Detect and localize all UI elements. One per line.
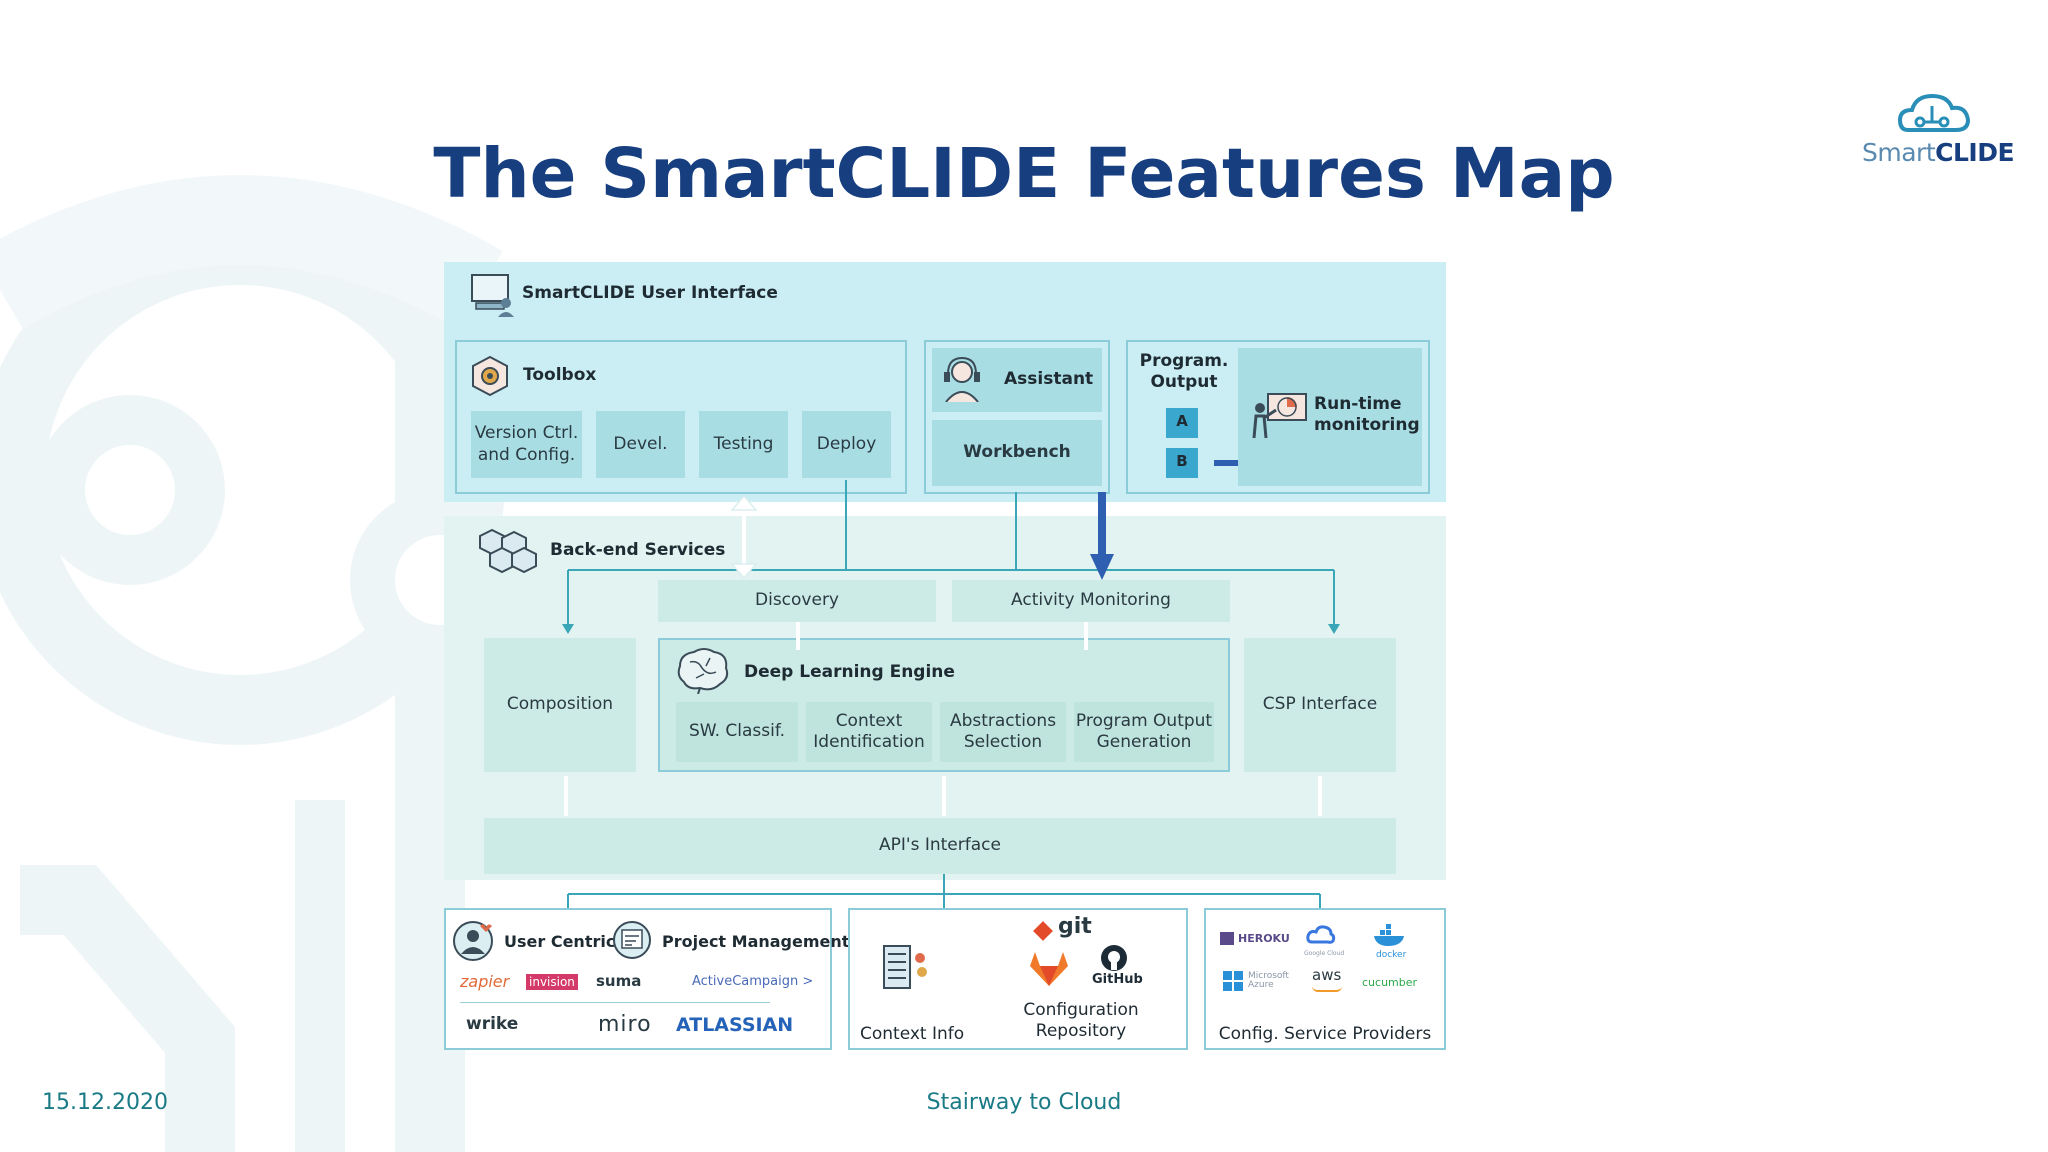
zapier-logo: zapier <box>460 972 510 991</box>
runtime-monitoring-label: Run-time monitoring <box>1314 394 1420 436</box>
toolbox-item-testing: Testing <box>699 411 788 478</box>
gitlab-fox-icon <box>1030 952 1068 986</box>
backend-title: Back-end Services <box>550 540 726 560</box>
activecampaign-logo: ActiveCampaign > <box>692 974 814 989</box>
invision-logo: invision <box>526 974 578 990</box>
config-providers-label: Config. Service Providers <box>1218 1024 1432 1044</box>
dle-item-abstractions-selection: Abstractions Selection <box>940 702 1066 762</box>
context-info-label: Context Info <box>860 1024 965 1044</box>
toolbox-item-devel: Devel. <box>596 411 685 478</box>
output-a-label: A <box>1176 412 1188 430</box>
footer-title: Stairway to Cloud <box>926 1090 1122 1115</box>
activity-monitoring-box: Activity Monitoring <box>952 580 1230 622</box>
aws-smile <box>1312 986 1342 992</box>
dle-item-program-output-generation: Program Output Generation <box>1074 702 1214 762</box>
tools-divider <box>460 1002 770 1003</box>
google-cloud-icon <box>1306 925 1336 944</box>
page-title: The SmartCLIDE Features Map <box>433 134 1615 214</box>
smartclide-logo-text: SmartCLIDE <box>1862 138 2015 167</box>
git-logo: git <box>1058 914 1092 939</box>
output-b-box <box>1166 448 1198 478</box>
providers-panel <box>1204 908 1446 1050</box>
monitor-user-icon <box>471 274 514 317</box>
heroku-logo: HEROKU <box>1220 932 1290 945</box>
csp-interface-box: CSP Interface <box>1244 638 1396 772</box>
project-management-icon <box>613 921 651 959</box>
project-management-label: Project Management <box>662 932 850 951</box>
wrike-logo: wrike <box>466 1014 519 1034</box>
user-centric-label: User Centric <box>504 932 616 951</box>
github-octocat-icon <box>1101 945 1127 971</box>
toolbox-gear-icon <box>472 355 508 397</box>
workbench-cell: Workbench <box>932 420 1102 486</box>
docker-label: docker <box>1376 950 1407 960</box>
dle-item-sw-classif: SW. Classif. <box>676 702 798 762</box>
docker-whale-icon <box>1374 924 1404 946</box>
api-interface-box: API's Interface <box>484 818 1396 874</box>
azure-windows-icon <box>1223 971 1243 991</box>
ui-layer-title: SmartCLIDE User Interface <box>522 283 778 303</box>
config-repo-label: Configuration Repository <box>1023 1000 1139 1042</box>
user-centric-icon <box>453 921 493 961</box>
atlassian-logo: ATLASSIAN <box>676 1014 794 1036</box>
git-diamond-icon <box>1033 921 1053 941</box>
backend-hexagons-icon <box>479 528 537 574</box>
assistant-headset-icon <box>944 356 980 402</box>
github-logo-text: GitHub <box>1092 972 1143 987</box>
smartclide-cloud-logo-icon <box>1897 93 1971 132</box>
azure-label: Microsoft Azure <box>1248 971 1289 990</box>
suma-logo: suma <box>596 972 642 990</box>
brain-icon <box>677 648 729 694</box>
output-b-label: B <box>1176 452 1188 470</box>
runtime-monitoring-presenter-icon <box>1252 393 1307 439</box>
miro-logo: miro <box>598 1012 652 1037</box>
server-icon <box>883 945 927 989</box>
composition-box: Composition <box>484 638 636 772</box>
discovery-box: Discovery <box>658 580 936 622</box>
assistant-label: Assistant <box>1004 369 1094 389</box>
toolbox-title: Toolbox <box>523 365 597 385</box>
dle-title: Deep Learning Engine <box>744 662 955 682</box>
aws-logo: aws <box>1312 966 1342 984</box>
output-a-box <box>1166 408 1198 438</box>
google-cloud-label: Google Cloud <box>1304 950 1345 957</box>
footer-date: 15.12.2020 <box>42 1090 168 1115</box>
toolbox-item-deploy: Deploy <box>802 411 891 478</box>
toolbox-item-version-ctrl: Version Ctrl. and Config. <box>471 411 582 478</box>
program-output-label: Program. Output <box>1139 351 1229 393</box>
dle-item-context-identification: Context Identification <box>806 702 932 762</box>
cucumber-logo: cucumber <box>1362 976 1418 989</box>
